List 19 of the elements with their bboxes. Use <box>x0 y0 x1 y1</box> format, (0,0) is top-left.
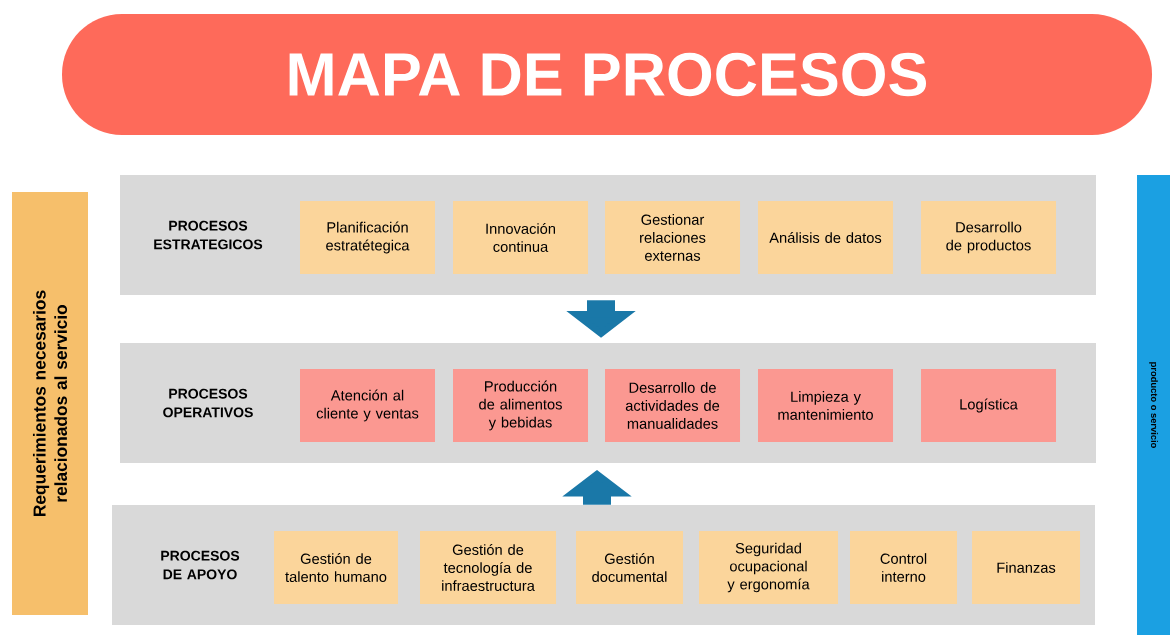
process-box: Desarrollo de actividades de manualidades <box>605 369 740 442</box>
process-box: Atención al cliente y ventas <box>300 369 435 442</box>
process-box: Innovación continua <box>453 201 588 274</box>
process-box: Finanzas <box>972 531 1080 604</box>
process-box: Análisis de datos <box>758 201 893 274</box>
process-box: Logística <box>921 369 1056 442</box>
process-box: Seguridad ocupacional y ergonomía <box>699 531 838 604</box>
process-box: Producción de alimentos y bebidas <box>453 369 588 442</box>
process-box: Gestión de talento humano <box>274 531 398 604</box>
process-box: Gestionar relaciones externas <box>605 201 740 274</box>
process-box: Control interno <box>850 531 957 604</box>
side-band: Requerimientos necesarios relacionados al servicio <box>12 192 88 615</box>
process-box: Gestión documental <box>576 531 683 604</box>
process-box: Planificación estratétegica <box>300 201 435 274</box>
process-box: Desarrollo de productos <box>921 201 1056 274</box>
process-box: Gestión de tecnología de infraestructura <box>420 531 556 604</box>
process-box: Limpieza y mantenimiento <box>758 369 893 442</box>
title-banner: MAPA DE PROCESOS <box>62 14 1152 135</box>
side-band: producto o servicio <box>1137 175 1170 635</box>
